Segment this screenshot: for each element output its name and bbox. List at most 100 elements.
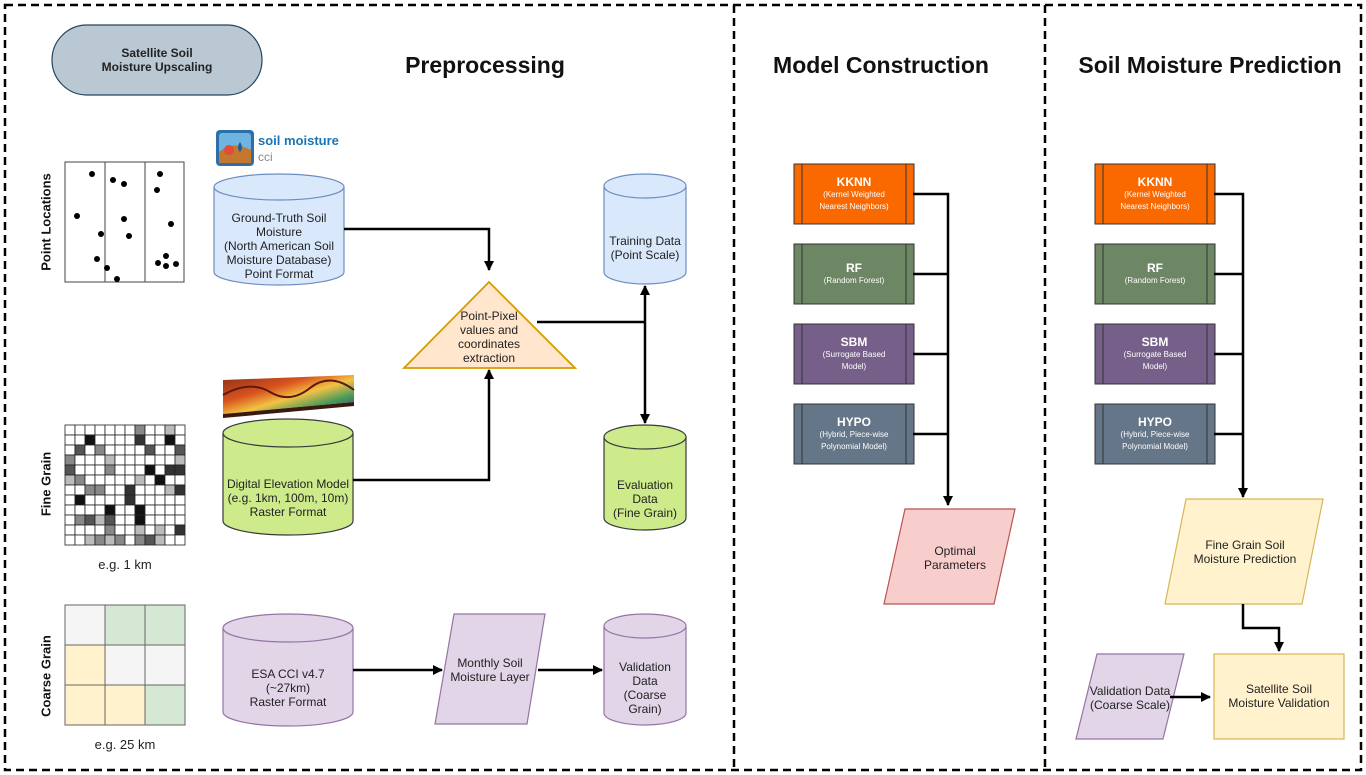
fine-grid-cell bbox=[144, 484, 156, 496]
fine-grid-cell bbox=[144, 524, 156, 536]
fine-grid-cell bbox=[134, 504, 146, 516]
fine-prediction-line-1: Fine Grain Soil bbox=[1205, 538, 1285, 552]
dem-line-2: (e.g. 1km, 100m, 10m) bbox=[227, 491, 349, 505]
fine-grid-cell bbox=[104, 534, 116, 546]
fine-grid-cell bbox=[114, 444, 126, 456]
badge-line-2: Moisture Upscaling bbox=[101, 60, 213, 74]
fine-grid-cell bbox=[114, 494, 126, 506]
title-badge bbox=[51, 24, 263, 96]
fine-grid-cell bbox=[104, 494, 116, 506]
extraction-line-4: extraction bbox=[462, 351, 515, 365]
extraction-line-1: Point-Pixel bbox=[460, 309, 518, 323]
fine-grid-cell bbox=[124, 434, 136, 446]
fine-grid-cell bbox=[114, 524, 126, 536]
fine-grid-cell bbox=[164, 494, 176, 506]
fine-grid-cell bbox=[94, 474, 106, 486]
fine-grid-cell bbox=[114, 534, 126, 546]
model-rf-sub-1: (Random Forest) bbox=[823, 276, 885, 285]
fine-grid-cell bbox=[134, 444, 146, 456]
fine-grid-cell bbox=[84, 504, 96, 516]
monthly-layer-shape bbox=[434, 613, 546, 725]
validation-line-1: Validation bbox=[619, 660, 671, 674]
fine-grid-cell bbox=[164, 424, 176, 436]
fine-grid-cell bbox=[104, 454, 116, 466]
fine-grid-cell bbox=[174, 474, 186, 486]
fine-grid-cell bbox=[124, 494, 136, 506]
monthly-line-1: Monthly Soil bbox=[457, 656, 523, 670]
fine-grid-cell bbox=[94, 464, 106, 476]
pred-model-sbm-box bbox=[1094, 323, 1216, 385]
fine-grid-cell bbox=[124, 524, 136, 536]
fine-grid-cell bbox=[144, 504, 156, 516]
fine-grid-cell bbox=[164, 444, 176, 456]
row-label-point: Point Locations bbox=[38, 173, 54, 271]
fine-grid-cell bbox=[124, 444, 136, 456]
fine-grid-cell bbox=[134, 524, 146, 536]
fine-grid-cell bbox=[134, 434, 146, 446]
fine-grid-cell bbox=[164, 534, 176, 546]
fine-grid-cell bbox=[64, 464, 76, 476]
fine-grid-cell bbox=[64, 504, 76, 516]
fine-grid-cell bbox=[124, 534, 136, 546]
fine-grid-cell bbox=[64, 474, 76, 486]
coarse-caption: e.g. 25 km bbox=[94, 737, 156, 752]
fine-grid-cell bbox=[104, 484, 116, 496]
ground-truth-line-2: Moisture bbox=[255, 225, 302, 239]
dem-line-3: Raster Format bbox=[249, 505, 327, 519]
evaluation-line-3: (Fine Grain) bbox=[612, 506, 677, 520]
fine-grid-cell bbox=[164, 484, 176, 496]
fine-grid-cell bbox=[84, 454, 96, 466]
fine-grid-cell bbox=[174, 444, 186, 456]
esa-cci-cylinder bbox=[222, 613, 354, 727]
fine-grid-cell bbox=[154, 524, 166, 536]
fine-grid-cell bbox=[84, 524, 96, 536]
fine-grid-cell bbox=[74, 464, 86, 476]
fine-grid-cell bbox=[174, 424, 186, 436]
fine-grid-cell bbox=[64, 434, 76, 446]
fine-grid-cell bbox=[84, 474, 96, 486]
fine-grid-cell bbox=[154, 464, 166, 476]
fine-grid-cell bbox=[104, 464, 116, 476]
fine-grid-cell bbox=[64, 494, 76, 506]
fine-grid-cell bbox=[134, 424, 146, 436]
model-rf-box bbox=[793, 243, 915, 305]
fine-grid-cell bbox=[144, 494, 156, 506]
fine-grid-cell bbox=[144, 474, 156, 486]
evaluation-line-1: Evaluation bbox=[616, 478, 674, 492]
fine-grid-cell bbox=[64, 444, 76, 456]
model-hypo-title: HYPO bbox=[836, 415, 871, 429]
validation-data-shape bbox=[1075, 653, 1185, 740]
optimal-parameters-shape bbox=[883, 508, 1016, 605]
fine-grid-cell bbox=[154, 534, 166, 546]
fine-grid-cell bbox=[164, 464, 176, 476]
fine-grid-cell bbox=[94, 454, 106, 466]
model-kknn-sub-1: (Kernel Weighted bbox=[823, 190, 885, 199]
esa-line-3: Raster Format bbox=[249, 695, 327, 709]
fine-grid-cell bbox=[134, 494, 146, 506]
fine-grid-cell bbox=[124, 484, 136, 496]
fine-grid-cell bbox=[124, 514, 136, 526]
training-line-1: Training Data bbox=[609, 234, 681, 248]
fine-grid-cell bbox=[104, 514, 116, 526]
fine-grid-cell bbox=[84, 484, 96, 496]
fine-grid-cell bbox=[74, 434, 86, 446]
fine-grid-cell bbox=[134, 474, 146, 486]
satellite-validation-box bbox=[1213, 653, 1345, 740]
fine-grid-cell bbox=[144, 534, 156, 546]
ground-truth-line-4: Moisture Database) bbox=[226, 253, 332, 267]
model-kknn-title: KKNN bbox=[836, 175, 872, 189]
pred-model-kknn-sub-1: (Kernel Weighted bbox=[1124, 190, 1186, 199]
fine-grid-cell bbox=[94, 444, 106, 456]
esa-label: ESA CCI v4.7(~27km)Raster Format bbox=[223, 660, 353, 716]
pred-model-kknn-sub-2: Nearest Neighbors) bbox=[1120, 202, 1190, 211]
fine-prediction-line-2: Moisture Prediction bbox=[1193, 552, 1297, 566]
training-line-2: (Point Scale) bbox=[610, 248, 680, 262]
validation-line-3: (Coarse bbox=[623, 688, 667, 702]
